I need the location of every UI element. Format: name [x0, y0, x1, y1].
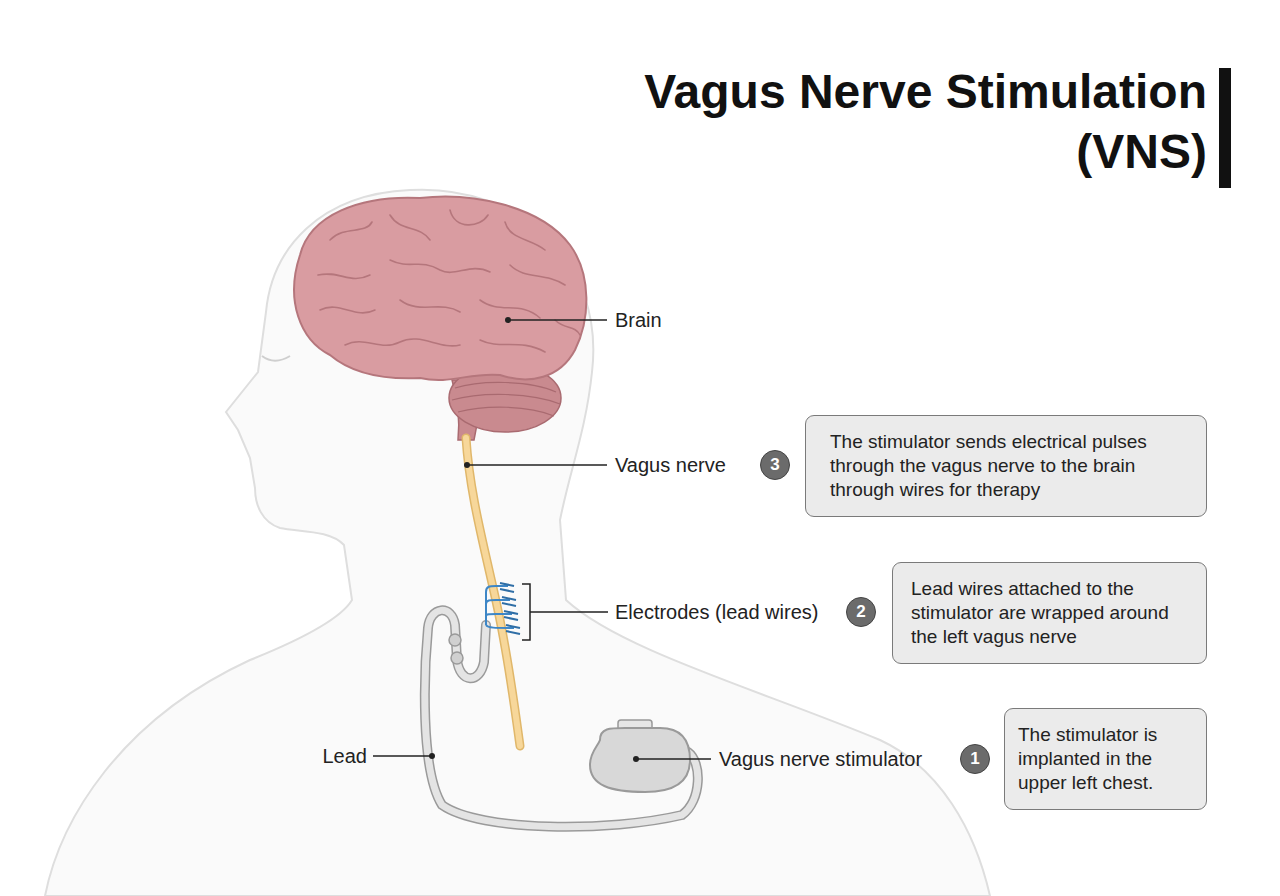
- body-silhouette: [45, 190, 990, 896]
- callout-box: The stimulator sends electrical pulses t…: [805, 415, 1207, 517]
- lead-anchor: [451, 652, 463, 664]
- brain-cerebrum: [294, 197, 586, 380]
- lead-anchor: [449, 634, 461, 646]
- callout-box: The stimulator is implanted in the upper…: [1004, 708, 1207, 810]
- electrode-bracket: [522, 584, 608, 640]
- callout-number: 3: [760, 450, 790, 480]
- electrode-coils: [500, 583, 520, 634]
- lead-tube-outline: [425, 610, 698, 826]
- callout-box: Lead wires attached to the stimulator ar…: [892, 562, 1207, 664]
- callout-number: 1: [960, 744, 990, 774]
- lead-tube: [425, 610, 698, 826]
- callout-text: The stimulator sends electrical pulses t…: [830, 430, 1182, 501]
- callout-number: 2: [846, 597, 876, 627]
- callout-text: Lead wires attached to the stimulator ar…: [911, 577, 1188, 648]
- closed-eye: [262, 356, 290, 361]
- diagram-title: Vagus Nerve Stimulation (VNS): [547, 62, 1207, 182]
- part-label: Brain: [615, 308, 662, 332]
- brain-gyri: [318, 210, 580, 352]
- part-label: Vagus nerve: [615, 453, 726, 477]
- leader-dots: [429, 317, 639, 762]
- title-bar: [1219, 68, 1231, 188]
- cerebellum-folds: [452, 382, 560, 416]
- electrode-wires: [486, 586, 514, 628]
- stimulator-device: [590, 728, 690, 792]
- part-label: Lead: [323, 744, 368, 768]
- part-label: Electrodes (lead wires): [615, 600, 818, 624]
- callout-text: The stimulator is implanted in the upper…: [1018, 723, 1193, 794]
- leader-lines: [373, 320, 711, 759]
- part-label: Vagus nerve stimulator: [719, 747, 922, 771]
- vagus-nerve: [466, 438, 520, 746]
- vagus-nerve-outline: [466, 438, 520, 746]
